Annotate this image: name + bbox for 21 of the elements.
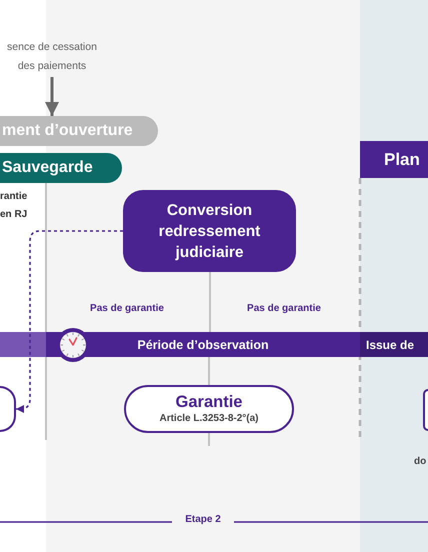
pill-title: Garantie xyxy=(176,392,242,412)
condition-text: sence de cessation des paiements xyxy=(0,37,104,77)
connector-line xyxy=(208,357,210,385)
note-text: rantie en RJ xyxy=(0,190,28,222)
procedure-pill: Sauvegarde xyxy=(0,153,122,183)
phase-header: Plan xyxy=(360,141,428,178)
guarantee-note: Pas de garantie xyxy=(89,303,165,314)
timeline-band: Issue de xyxy=(360,332,428,357)
dashed-arrow xyxy=(16,230,123,413)
stage-pill: ment d’ouverture xyxy=(0,116,158,146)
guarantee-note: Pas de garantie xyxy=(246,303,322,314)
outline-pill xyxy=(423,389,428,431)
guarantee-pill xyxy=(124,385,294,433)
article-reference: Article L.3253-8-2°(a) xyxy=(159,412,259,426)
step-label: Etape 2 xyxy=(184,514,222,525)
arrow xyxy=(45,77,59,116)
conversion-box: Conversion redressement judiciaire xyxy=(123,190,296,272)
timeline-band: Période d’observation xyxy=(46,332,360,357)
caption-text: do xyxy=(414,456,428,467)
outline-pill xyxy=(0,386,16,432)
connector-line xyxy=(209,272,211,332)
